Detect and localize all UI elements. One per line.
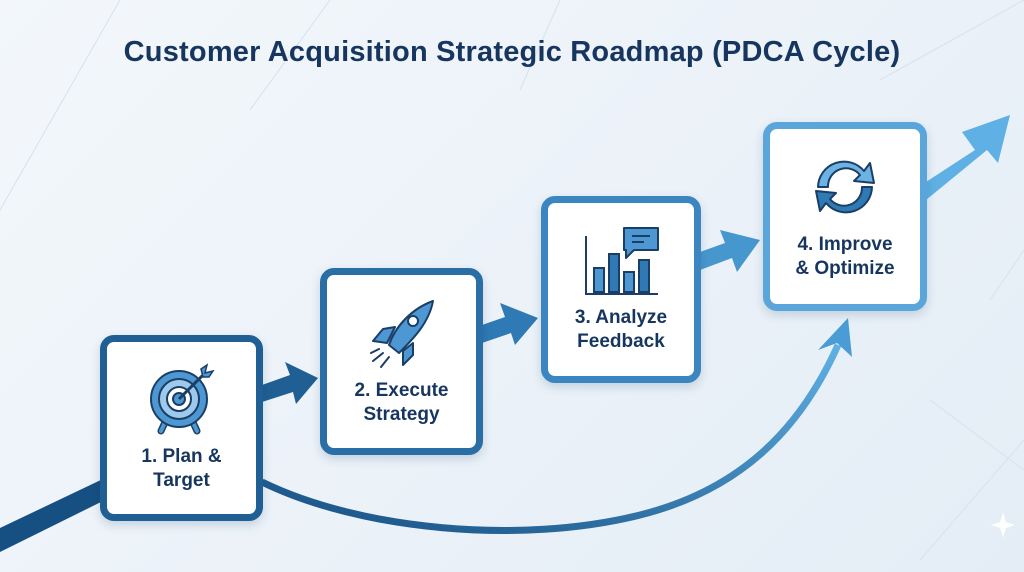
step-1-title-line2: Target bbox=[153, 470, 210, 491]
arrow-segment-1-2 bbox=[262, 362, 318, 404]
arrow-segment-2-3 bbox=[482, 303, 538, 345]
step-analyze-feedback: 3. Analyze Feedback bbox=[541, 196, 701, 383]
target-icon bbox=[149, 363, 215, 435]
page-title: Customer Acquisition Strategic Roadmap (… bbox=[123, 36, 901, 68]
sparkle-icon bbox=[991, 512, 1015, 538]
step-improve-optimize: 4. Improve & Optimize bbox=[763, 122, 927, 311]
step-2-title-line2: Strategy bbox=[363, 403, 440, 425]
rocket-icon bbox=[369, 299, 434, 368]
step-3-title-line2: Feedback bbox=[577, 330, 665, 352]
bar-chart-feedback-icon bbox=[585, 226, 659, 295]
step-4-title-line2: & Optimize bbox=[795, 257, 895, 279]
feedback-loop-curve bbox=[260, 343, 842, 534]
refresh-cycle-icon bbox=[815, 160, 875, 213]
step-4-title-line1: 4. Improve bbox=[797, 233, 893, 255]
arrow-final-up bbox=[926, 115, 1010, 200]
step-execute-strategy: 2. Execute Strategy bbox=[320, 268, 483, 455]
step-plan-target: 1. Plan & Target bbox=[100, 335, 263, 521]
step-1-title-line1: 1. Plan & bbox=[141, 446, 222, 467]
step-2-title-line1: 2. Execute bbox=[354, 379, 449, 401]
feedback-loop-arrowhead bbox=[818, 318, 852, 357]
arrow-segment-3-4 bbox=[700, 230, 760, 272]
main-progress-arrow bbox=[0, 478, 105, 552]
step-3-title-line1: 3. Analyze bbox=[574, 306, 668, 328]
